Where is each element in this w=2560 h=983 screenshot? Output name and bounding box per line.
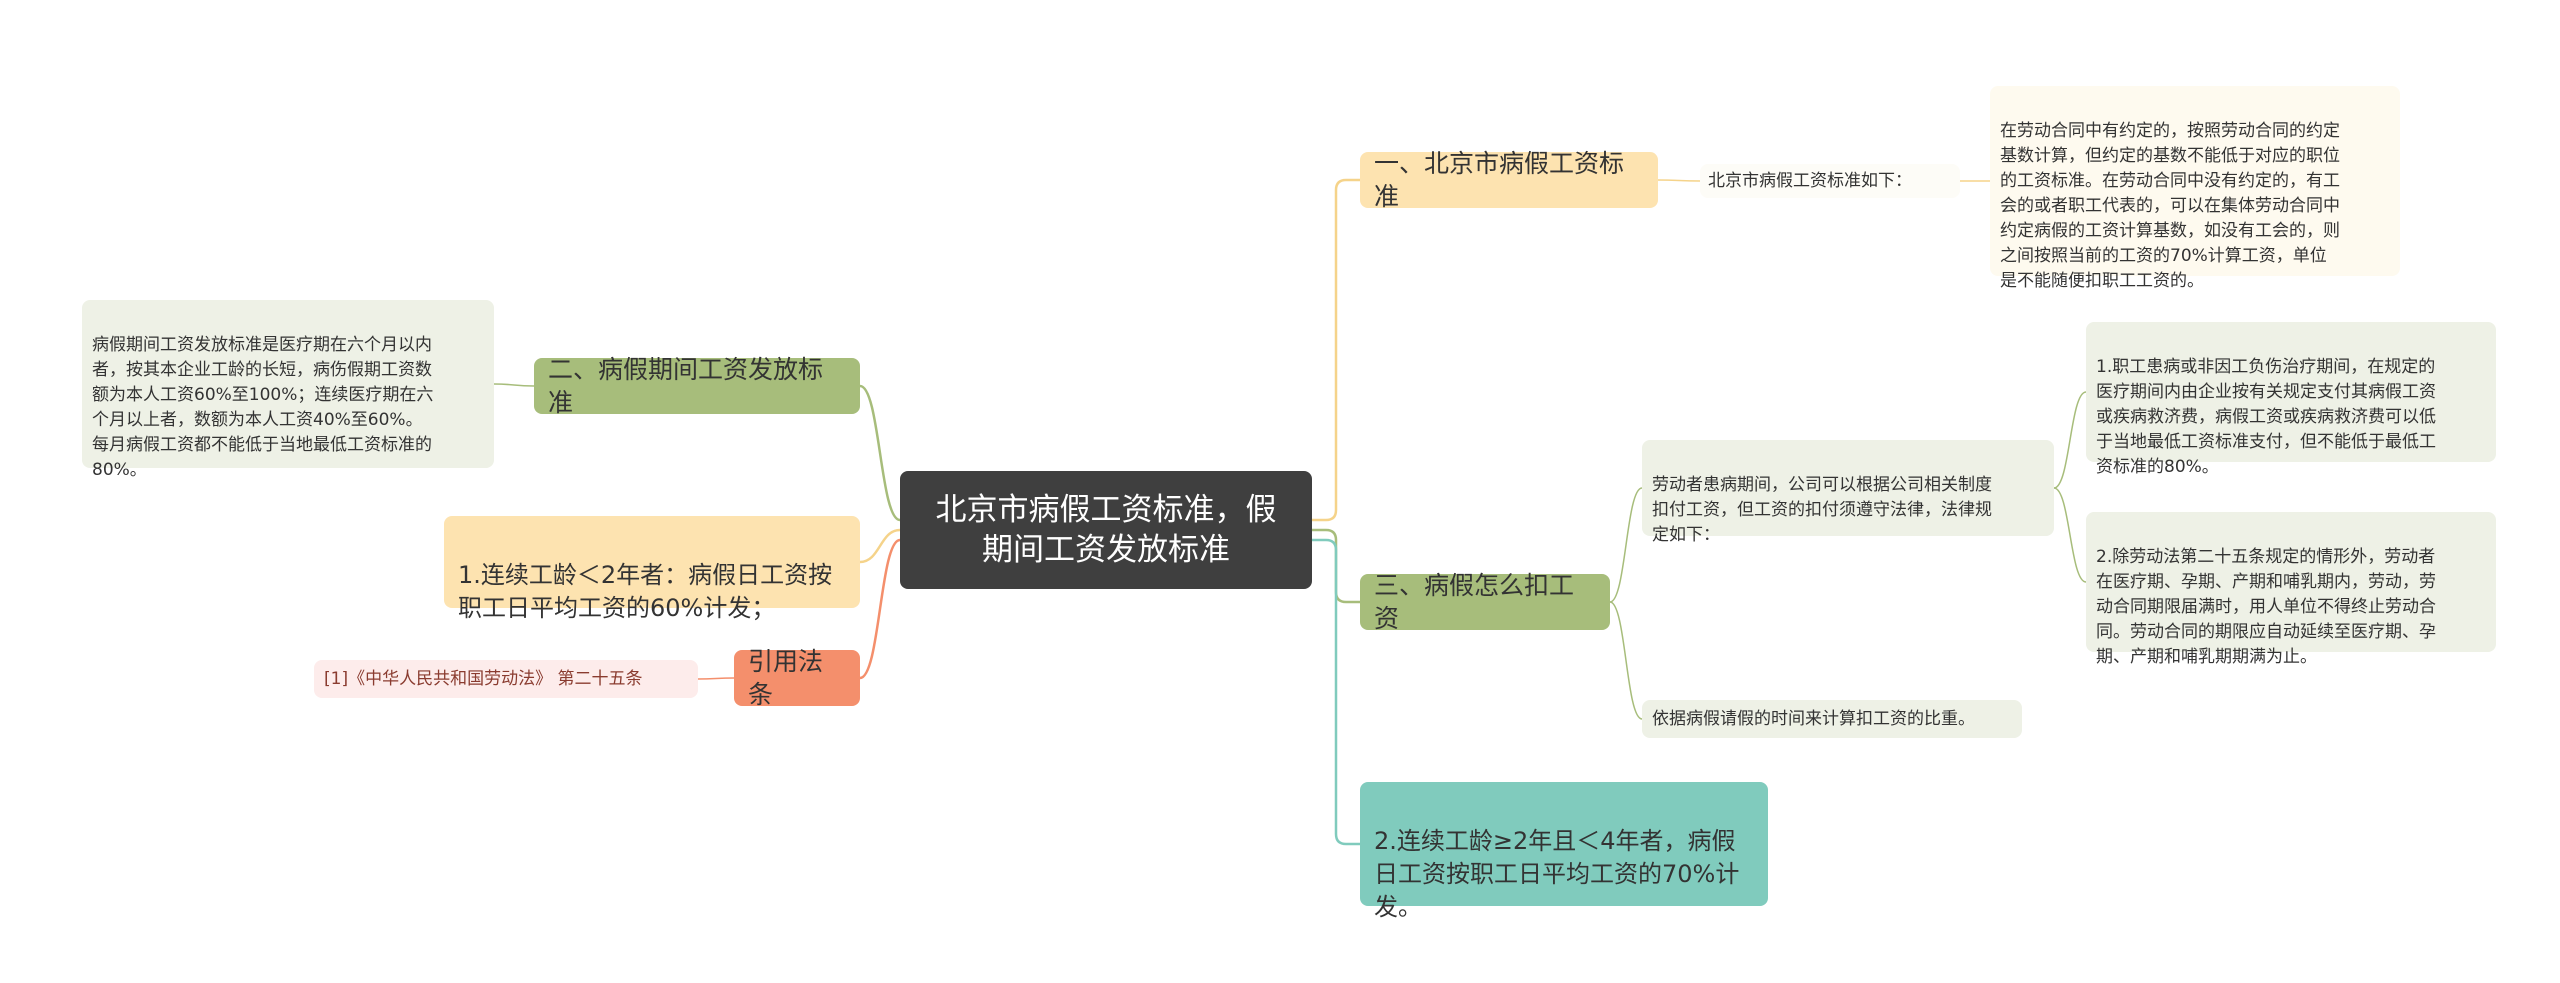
detail-label: 在劳动合同中有约定的，按照劳动合同的约定 基数计算，但约定的基数不能低于对应的职… [2000, 121, 2340, 291]
subtopic-deduct-by-time[interactable]: 依据病假请假的时间来计算扣工资的比重。 [1642, 700, 2022, 738]
detail-label: 2.除劳动法第二十五条规定的情形外，劳动者 在医疗期、孕期、产期和哺乳期内，劳动… [2096, 547, 2436, 667]
subtopic-label: 北京市病假工资标准如下： [1708, 170, 1912, 191]
link-root-b6 [1312, 538, 1360, 846]
topic-label: 三、病假怎么扣工资 [1374, 571, 1575, 633]
link-root-b3 [859, 528, 901, 564]
topic-label: 一、北京市病假工资标准 [1374, 149, 1625, 211]
subtopic-label: 依据病假请假的时间来计算扣工资的比重。 [1652, 708, 1975, 729]
topic-how-to-deduct[interactable]: 三、病假怎么扣工资 [1360, 571, 1610, 633]
subtopic-deduct-rules[interactable]: 劳动者患病期间，公司可以根据公司相关制度 扣付工资，但工资的扣付须遵守法律，法律… [1642, 440, 2054, 545]
link-b5-sub2 [1609, 601, 1643, 720]
citation-label: [1]《中华人民共和国劳动法》 第二十五条 [324, 668, 643, 689]
detail-label: 1.职工患病或非因工负伤治疗期间，在规定的 医疗期间内由企业按有关规定支付其病假… [2096, 357, 2436, 477]
topic-cited-law[interactable]: 引用法条 [734, 647, 860, 709]
link-sub1-rule2 [2053, 487, 2087, 583]
detail-rule-1[interactable]: 1.职工患病或非因工负伤治疗期间，在规定的 医疗期间内由企业按有关规定支付其病假… [2086, 322, 2496, 477]
topic-seniority-2-to-4[interactable]: 2.连续工龄≥2年且＜4年者，病假 日工资按职工日平均工资的70%计 发。 [1360, 782, 1768, 921]
topic-label: 引用法条 [748, 647, 824, 709]
link-b4-citation [697, 677, 735, 680]
link-sub1-rule1 [2053, 391, 2087, 489]
link-b1-sub [1657, 179, 1701, 182]
topic-label: 2.连续工龄≥2年且＜4年者，病假 日工资按职工日平均工资的70%计 发。 [1374, 827, 1740, 921]
link-b5-sub1 [1609, 487, 1643, 603]
detail-standard-text[interactable]: 在劳动合同中有约定的，按照劳动合同的约定 基数计算，但约定的基数不能低于对应的职… [1990, 86, 2400, 291]
topic-sick-leave-pay-standard[interactable]: 二、病假期间工资发放标准 [534, 355, 860, 417]
root-topic-label: 北京市病假工资标准，假 期间工资发放标准 [935, 492, 1277, 568]
link-b2-detail [493, 383, 535, 387]
detail-label: 病假期间工资发放标准是医疗期在六个月以内 者，按其本企业工龄的长短，病伤假期工资… [92, 335, 434, 480]
detail-rule-2[interactable]: 2.除劳动法第二十五条规定的情形外，劳动者 在医疗期、孕期、产期和哺乳期内，劳动… [2086, 512, 2496, 667]
topic-label: 1.连续工龄＜2年者：病假日工资按 职工日平均工资的60%计发； [458, 561, 833, 622]
subtopic-standard-intro[interactable]: 北京市病假工资标准如下： [1700, 164, 1960, 198]
link-root-b1 [1312, 178, 1360, 522]
citation-labor-law-article-25[interactable]: [1]《中华人民共和国劳动法》 第二十五条 [314, 660, 698, 698]
link-root-b2 [859, 384, 901, 522]
topic-label: 二、病假期间工资发放标准 [548, 355, 824, 417]
subtopic-label: 劳动者患病期间，公司可以根据公司相关制度 扣付工资，但工资的扣付须遵守法律，法律… [1652, 475, 1992, 545]
detail-sick-leave-pay[interactable]: 病假期间工资发放标准是医疗期在六个月以内 者，按其本企业工龄的长短，病伤假期工资… [82, 300, 494, 480]
root-topic[interactable]: 北京市病假工资标准，假 期间工资发放标准 [900, 471, 1312, 589]
topic-beijing-sick-pay-standard[interactable]: 一、北京市病假工资标准 [1360, 149, 1658, 211]
link-root-b4 [859, 538, 901, 680]
topic-seniority-under-2[interactable]: 1.连续工龄＜2年者：病假日工资按 职工日平均工资的60%计发； [444, 516, 860, 622]
